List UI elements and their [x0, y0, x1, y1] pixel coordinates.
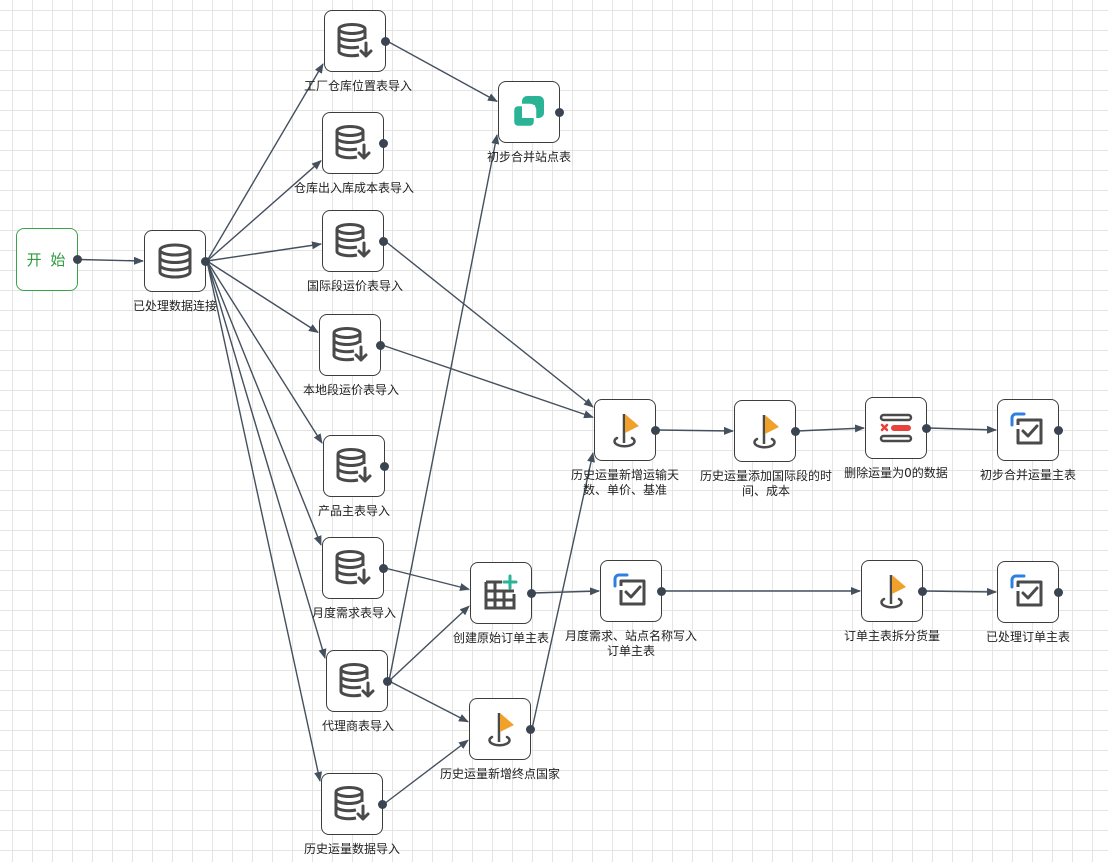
edge-conn-to-n2 — [206, 160, 322, 262]
output-port[interactable] — [201, 256, 210, 266]
add-destination-label: 历史运量新增终点国家 — [439, 767, 560, 781]
edge-conn-to-n4 — [206, 260, 319, 333]
import-node-factory-warehouse-label: 工厂仓库位置表导入 — [303, 79, 412, 93]
output-port[interactable] — [1054, 587, 1063, 597]
import-node-local-rate-label: 本地段运价表导入 — [302, 383, 399, 397]
import-node-product-label: 产品主表导入 — [317, 504, 390, 518]
edge-conn-to-n7 — [206, 260, 327, 659]
edge-split-to-doneOrder — [923, 587, 997, 596]
import-node-history-volume-label: 历史运量数据导入 — [303, 842, 400, 856]
create-order-table-node[interactable] — [470, 562, 536, 624]
output-port[interactable] — [383, 676, 392, 686]
database-import-icon — [335, 223, 371, 258]
delete-zero-volume-label: 删除运量为0的数据 — [844, 466, 948, 480]
add-transport-days-node[interactable] — [594, 399, 660, 461]
output-port[interactable] — [379, 236, 388, 246]
output-port[interactable] — [526, 724, 535, 734]
import-node-agent[interactable] — [326, 650, 392, 712]
flag-icon — [753, 415, 779, 449]
flag-icon — [613, 414, 639, 448]
processed-order-table-node[interactable] — [997, 561, 1063, 623]
delete-rows-icon — [879, 413, 913, 443]
add-international-node[interactable] — [734, 400, 800, 462]
edge-addIntl-to-delZero — [796, 424, 865, 433]
output-port[interactable] — [651, 425, 660, 435]
output-port[interactable] — [73, 255, 82, 264]
table-add-icon — [484, 574, 518, 610]
check-box-icon — [1010, 574, 1043, 607]
import-node-agent-label: 代理商表导入 — [321, 719, 394, 733]
output-port[interactable] — [380, 461, 389, 471]
database-icon — [158, 243, 192, 279]
database-import-icon — [337, 23, 373, 58]
output-port[interactable] — [791, 426, 800, 436]
flag-icon — [880, 575, 906, 609]
data-connection-label: 已处理数据连接 — [132, 299, 217, 313]
import-node-product[interactable] — [323, 435, 389, 497]
add-transport-days-label: 历史运量新增运输天数、单价、基准 — [570, 468, 679, 497]
write-order-table-label: 月度需求、站点名称写入订单主表 — [564, 629, 697, 658]
output-port[interactable] — [1054, 425, 1063, 435]
split-order-volume-label: 订单主表拆分货量 — [843, 629, 940, 643]
import-node-warehouse-cost-label: 仓库出入库成本表导入 — [293, 181, 414, 195]
edge-start-to-conn — [78, 256, 144, 265]
check-box-icon — [613, 573, 646, 606]
database-import-icon — [335, 550, 371, 585]
split-order-volume-node[interactable] — [861, 560, 927, 622]
database-import-icon — [339, 663, 375, 698]
import-node-international-rate[interactable] — [322, 210, 388, 272]
flag-icon — [488, 713, 514, 747]
processed-order-table-label: 已处理订单主表 — [985, 630, 1070, 644]
start-node-label: 开 始 — [26, 251, 68, 269]
edge-createOrder-to-writeOrder — [532, 587, 600, 596]
import-node-monthly-demand[interactable] — [322, 537, 388, 599]
database-import-icon — [332, 327, 368, 362]
edge-conn-to-n8 — [206, 260, 322, 782]
output-port[interactable] — [381, 36, 390, 46]
add-destination-node[interactable] — [469, 698, 535, 760]
edge-conn-to-n3 — [206, 241, 322, 262]
output-port[interactable] — [378, 799, 387, 809]
database-import-icon — [335, 125, 371, 160]
import-node-international-rate-label: 国际段运价表导入 — [306, 279, 403, 293]
write-order-table-node[interactable] — [600, 560, 666, 622]
data-connection-node[interactable] — [144, 230, 210, 292]
start-node[interactable]: 开 始 — [16, 228, 82, 291]
output-port[interactable] — [657, 586, 666, 596]
edge-n6-to-createOrder — [384, 567, 470, 591]
create-order-table-label: 创建原始订单主表 — [452, 631, 549, 645]
output-port[interactable] — [555, 107, 564, 117]
import-node-warehouse-cost[interactable] — [322, 112, 388, 174]
database-import-icon — [336, 448, 372, 483]
merge-site-table-node[interactable] — [498, 81, 564, 143]
check-box-icon — [1010, 412, 1043, 445]
merge-volume-table-label: 初步合并运量主表 — [979, 468, 1076, 482]
merge-volume-table-node[interactable] — [997, 399, 1063, 461]
merge-icon — [511, 96, 544, 129]
output-port[interactable] — [379, 138, 388, 148]
edge-addDays-to-addIntl — [656, 426, 734, 435]
output-port[interactable] — [379, 563, 388, 573]
database-import-icon — [334, 786, 370, 821]
import-node-local-rate[interactable] — [319, 314, 385, 376]
add-international-label: 历史运量添加国际段的时间、成本 — [699, 469, 832, 498]
output-port[interactable] — [922, 423, 931, 433]
import-node-history-volume[interactable] — [321, 773, 387, 835]
output-port[interactable] — [376, 340, 385, 350]
merge-site-table-label: 初步合并站点表 — [486, 150, 571, 164]
import-node-monthly-demand-label: 月度需求表导入 — [311, 606, 396, 620]
output-port[interactable] — [918, 586, 927, 596]
edge-n4-to-addDays — [381, 344, 594, 419]
edge-delZero-to-mergeVol — [927, 425, 997, 434]
import-node-factory-warehouse[interactable] — [324, 10, 390, 72]
delete-zero-volume-node[interactable] — [865, 397, 931, 459]
output-port[interactable] — [527, 588, 536, 598]
edge-n7-to-addDest — [388, 680, 469, 723]
